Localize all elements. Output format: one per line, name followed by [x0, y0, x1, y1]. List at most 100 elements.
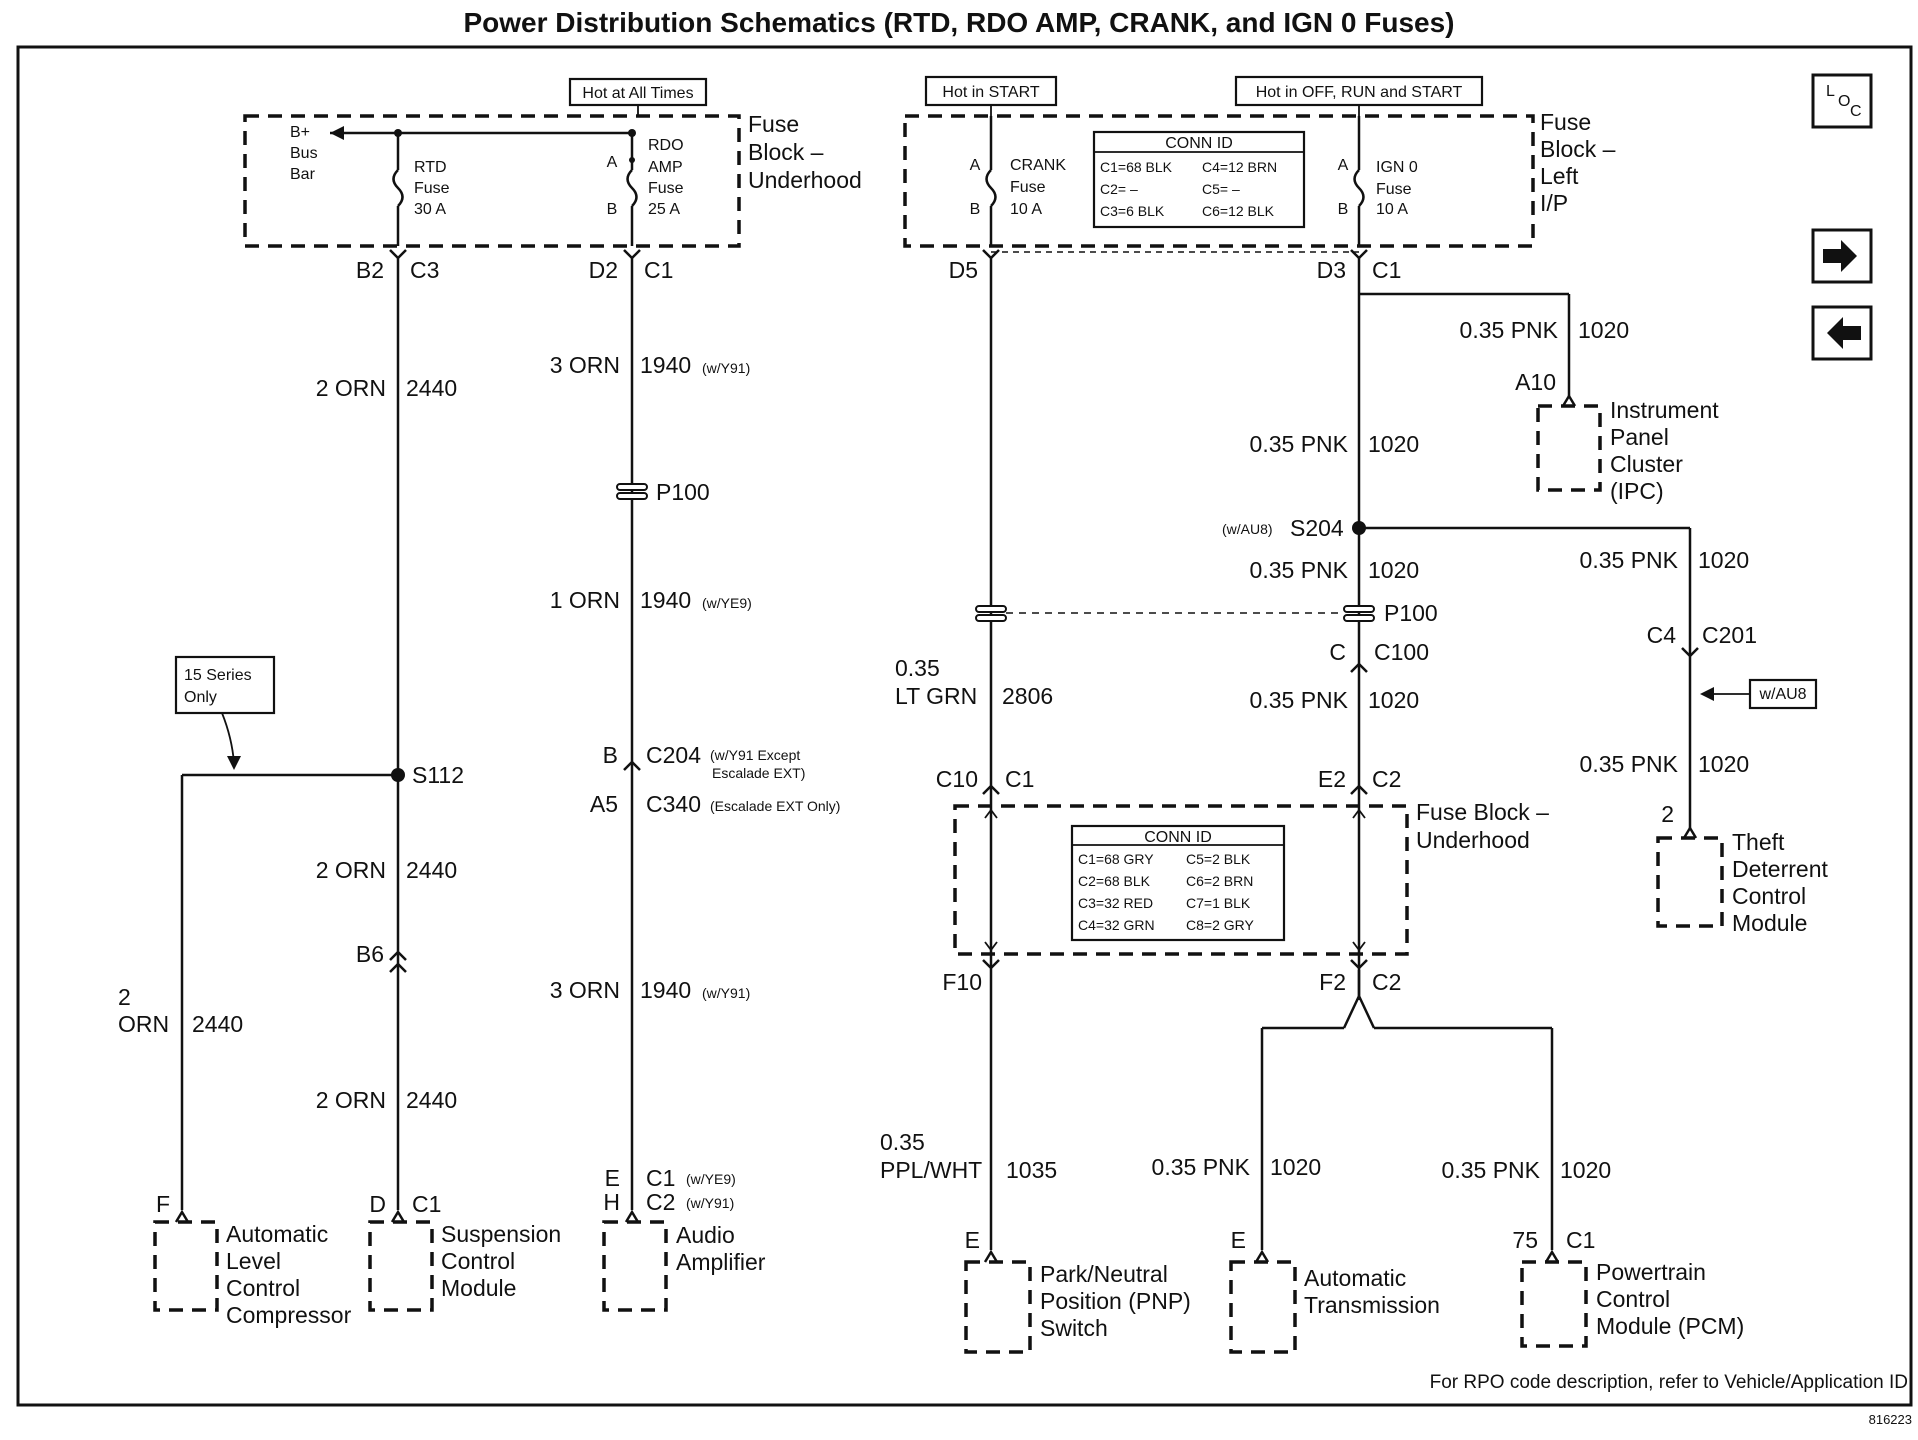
svg-text:Park/Neutral: Park/Neutral: [1040, 1261, 1168, 1287]
svg-text:Control: Control: [1732, 883, 1806, 909]
svg-text:Hot in START: Hot in START: [942, 84, 1039, 101]
svg-text:C6=2 BRN: C6=2 BRN: [1186, 873, 1253, 889]
conn-id-table-top: CONN ID C1=68 BLK C4=12 BRN C2= – C5= – …: [1092, 130, 1306, 229]
svg-text:Cluster: Cluster: [1610, 451, 1683, 477]
connector-c204: C204: [646, 742, 701, 768]
fuse-block-left-ip: [903, 114, 1535, 248]
connector-f10: F10: [942, 969, 982, 995]
circuit-1020: 1020: [1368, 431, 1419, 457]
svg-text:C4=12 BRN: C4=12 BRN: [1202, 159, 1277, 175]
fuse-block-underhood-mid-label-1: Fuse Block –: [1416, 799, 1549, 825]
circuit-2440: 2440: [406, 1087, 457, 1113]
hot-at-all-times-label: Hot at All Times: [568, 77, 708, 107]
svg-text:Fuse: Fuse: [414, 180, 450, 197]
fuse-block-underhood-top: [243, 114, 741, 248]
arrow-left-icon: [1827, 317, 1861, 349]
svg-text:A: A: [970, 157, 981, 174]
connector-c4: C4: [1647, 622, 1677, 648]
powertrain-control-module: 75 C1 Powertrain Control Module (PCM): [1512, 1227, 1744, 1348]
next-page-button[interactable]: [1811, 228, 1873, 284]
svg-text:AMP: AMP: [648, 159, 683, 176]
svg-text:Underhood: Underhood: [1416, 827, 1530, 853]
svg-text:Hot at All Times: Hot at All Times: [582, 85, 693, 102]
svg-text:P100: P100: [1384, 600, 1438, 626]
svg-text:Position (PNP): Position (PNP): [1040, 1288, 1191, 1314]
pass-through-p100-right: P100: [1343, 600, 1438, 626]
wire-color-pnk: 0.35 PNK: [1460, 317, 1559, 343]
svg-text:C5=2 BLK: C5=2 BLK: [1186, 851, 1251, 867]
connector-e2: E2: [1318, 766, 1346, 792]
wire-size-035: 0.35: [895, 655, 940, 681]
inline-connector-b6: [389, 950, 407, 973]
connector-e2-c2: C2: [1372, 766, 1401, 792]
circuit-1940: 1940: [640, 977, 691, 1003]
ign-0-fuse: A B IGN 0 Fuse 10 A: [1338, 116, 1418, 246]
svg-text:Compressor: Compressor: [226, 1302, 352, 1328]
circuit-1020: 1020: [1560, 1157, 1611, 1183]
circuit-1020: 1020: [1368, 557, 1419, 583]
svg-text:Bus: Bus: [290, 145, 318, 162]
svg-text:Escalade EXT): Escalade EXT): [712, 765, 805, 781]
svg-text:Deterrent: Deterrent: [1732, 856, 1828, 882]
connector-c1: C1: [644, 257, 673, 283]
arrow-right-icon: [1823, 240, 1857, 272]
svg-text:C5= –: C5= –: [1202, 181, 1240, 197]
svg-text:L: L: [1826, 83, 1835, 100]
svg-text:D: D: [369, 1191, 386, 1217]
svg-text:75: 75: [1512, 1227, 1538, 1253]
wire-color-orn: ORN: [118, 1011, 169, 1037]
svg-text:C3=6 BLK: C3=6 BLK: [1100, 203, 1165, 219]
svg-text:C2: C2: [646, 1189, 675, 1215]
svg-text:CONN ID: CONN ID: [1144, 829, 1212, 846]
svg-text:w/AU8: w/AU8: [1758, 686, 1806, 703]
wire-color-2orn: 2 ORN: [316, 1087, 386, 1113]
connector-d3: D3: [1317, 257, 1346, 283]
svg-text:Module (PCM): Module (PCM): [1596, 1313, 1744, 1339]
svg-text:C6=12 BLK: C6=12 BLK: [1202, 203, 1275, 219]
svg-text:C1: C1: [412, 1191, 441, 1217]
svg-text:RDO: RDO: [648, 137, 684, 154]
connector-c10: C10: [936, 766, 978, 792]
svg-text:(w/YE9): (w/YE9): [686, 1171, 736, 1187]
svg-text:Module: Module: [1732, 910, 1807, 936]
svg-text:C1=68 GRY: C1=68 GRY: [1078, 851, 1154, 867]
svg-text:O: O: [1838, 93, 1850, 110]
connector-c201: C201: [1702, 622, 1757, 648]
audio-amplifier: E H C1 C2 (w/YE9) (w/Y91) Audio Amplifie…: [602, 1165, 766, 1312]
svg-text:C7=1 BLK: C7=1 BLK: [1186, 895, 1251, 911]
splice-s112-label: S112: [412, 762, 464, 788]
loc-button[interactable]: L O C: [1811, 73, 1873, 129]
wire-color-lt-grn: LT GRN: [895, 683, 977, 709]
note-15-series-only: 15 Series Only: [174, 655, 276, 770]
circuit-1940: 1940: [640, 587, 691, 613]
svg-text:C3=32 RED: C3=32 RED: [1078, 895, 1153, 911]
svg-text:Fuse: Fuse: [1376, 181, 1412, 198]
svg-text:Module: Module: [441, 1275, 516, 1301]
arrow-down-icon: [227, 756, 241, 770]
svg-text:I/P: I/P: [1540, 190, 1568, 216]
svg-text:C4=32 GRN: C4=32 GRN: [1078, 917, 1155, 933]
connector-c100: C100: [1374, 639, 1429, 665]
footer-note: For RPO code description, refer to Vehic…: [1430, 1372, 1908, 1393]
svg-text:(w/Y91): (w/Y91): [702, 360, 750, 376]
crank-fuse: A B CRANK Fuse 10 A: [970, 116, 1066, 246]
svg-text:Control: Control: [226, 1275, 300, 1301]
connector-c: C: [1329, 639, 1346, 665]
svg-text:(w/AU8): (w/AU8): [1222, 521, 1273, 537]
svg-text:Left: Left: [1540, 163, 1579, 189]
svg-text:C: C: [1850, 103, 1862, 120]
svg-text:10 A: 10 A: [1010, 201, 1042, 218]
figure-code: 816223: [1869, 1412, 1912, 1427]
svg-text:Transmission: Transmission: [1304, 1292, 1440, 1318]
automatic-level-control-compressor: F Automatic Level Control Compressor: [153, 1191, 352, 1328]
circuit-2440: 2440: [406, 857, 457, 883]
pass-through-p100: P100: [616, 479, 710, 505]
connector-b6: B6: [356, 941, 384, 967]
svg-text:(w/Y91 Except: (w/Y91 Except: [710, 747, 800, 763]
prev-page-button[interactable]: [1811, 305, 1873, 361]
circuit-1020: 1020: [1578, 317, 1629, 343]
park-neutral-position-switch: E Park/Neutral Position (PNP) Switch: [964, 1227, 1191, 1354]
svg-text:Theft: Theft: [1732, 829, 1785, 855]
svg-text:25 A: 25 A: [648, 201, 680, 218]
